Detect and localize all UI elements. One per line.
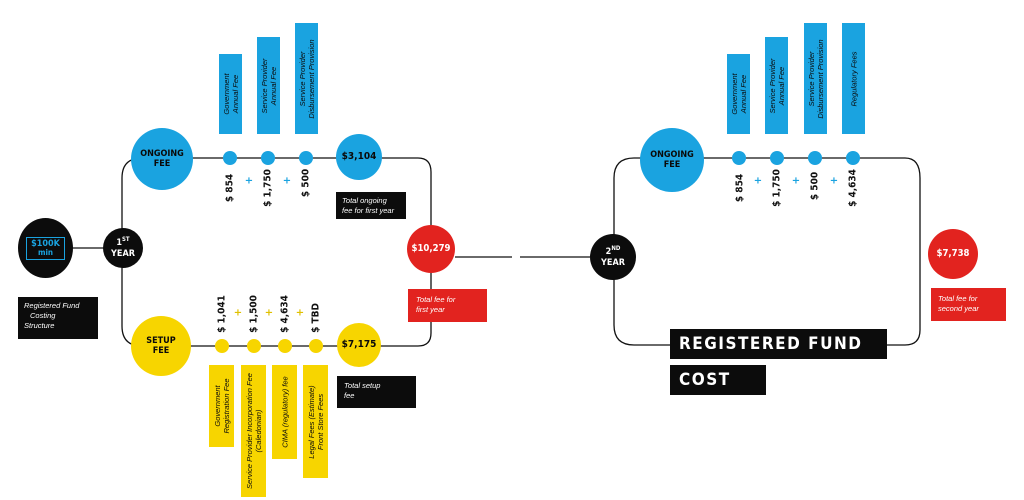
year2-ongoing-item-dot [770,151,784,165]
year2-loop-connector [613,157,921,346]
plus-sign: + [829,175,839,187]
fund-minimum-unit: min [37,247,54,257]
year1-word: YEAR [111,248,135,259]
year1-setup-total-node: $7,175 [337,323,381,367]
year1-ongoing-item-dot [261,151,275,165]
year1-total-label: Total fee for first year [408,289,487,322]
year2-ongoing-item-dot [846,151,860,165]
year2-ongoing-item-amount: $ 1,750 [771,169,783,207]
year1-setup-total: $7,175 [341,339,377,351]
fund-minimum-badge: $100K min [26,236,65,260]
year1-ongoing-item-dot [299,151,313,165]
year2-word: YEAR [601,257,625,268]
plus-sign: + [295,307,305,319]
year1-setup-item-amount: $ 1,500 [248,295,260,333]
year2-ongoing-item-dot [732,151,746,165]
year2-ongoing-item-dot [808,151,822,165]
year1-setup-item-dot [215,339,229,353]
year1-ongoing-total: $3,104 [341,151,377,163]
year1-setup-item-amount: $ 1,041 [216,295,228,333]
year2-ongoing-item-amount: $ 500 [809,171,821,201]
year1-total: $10,279 [411,242,451,254]
fund-minimum-node: $100K min [18,218,73,278]
year1-num: 1 [116,238,123,249]
year1-ongoing-item-amount: $ 854 [224,173,236,203]
year2-num: 2 [605,247,612,258]
year2-total-node: $7,738 [928,229,978,279]
year2-ongoing-item-bar: Regulatory Fees [842,23,865,134]
year2-suffix: ND [611,245,621,253]
year1-setup-total-label: Total setup fee [337,376,416,408]
year2-total-label: Total fee for second year [931,288,1006,321]
year1-ongoing-total-node: $3,104 [336,134,382,180]
plus-sign: + [264,307,274,319]
year1-setup-item-amount: $ 4,634 [279,295,291,333]
year1-node: 1ST YEAR [103,228,143,268]
page-title-line1: REGISTERED FUND [670,329,887,359]
year1-ongoing-item-dot [223,151,237,165]
plus-sign: + [244,175,254,187]
registered-fund-label: Registered Fund Costing Structure [18,297,98,339]
year1-setup-item-dot [309,339,323,353]
year2-total: $7,738 [936,247,970,259]
fund-minimum-amount: $100K [31,238,60,249]
year2-ongoing-item-amount: $ 854 [734,173,746,203]
year1-setup-item-dot [247,339,261,353]
year1-setup-item-bar: CIMA (regulatory) fee [272,365,297,459]
year1-ongoing-item-amount: $ 500 [300,168,312,198]
year1-total-node: $10,279 [407,225,455,273]
page-title-line2: COST [670,365,766,395]
year1-ongoing-item-amount: $ 1,750 [262,169,274,207]
year1-setup-item-amount: $ TBD [310,303,322,333]
year1-setup-item-bar: Legal Fees (Estimate)Front Store Fees [303,365,328,478]
plus-sign: + [753,175,763,187]
plus-sign: + [233,307,243,319]
year1-setup-item-bar: Service Provider Incorporation Fee(Caled… [241,365,266,497]
year1-setup-item-dot [278,339,292,353]
year2-ongoing-item-amount: $ 4,634 [847,169,859,207]
year1-suffix: ST [122,236,130,244]
plus-sign: + [282,175,292,187]
year2-node: 2ND YEAR [590,234,636,280]
plus-sign: + [791,175,801,187]
year1-ongoing-total-label: Total ongoing fee for first year [336,192,406,219]
